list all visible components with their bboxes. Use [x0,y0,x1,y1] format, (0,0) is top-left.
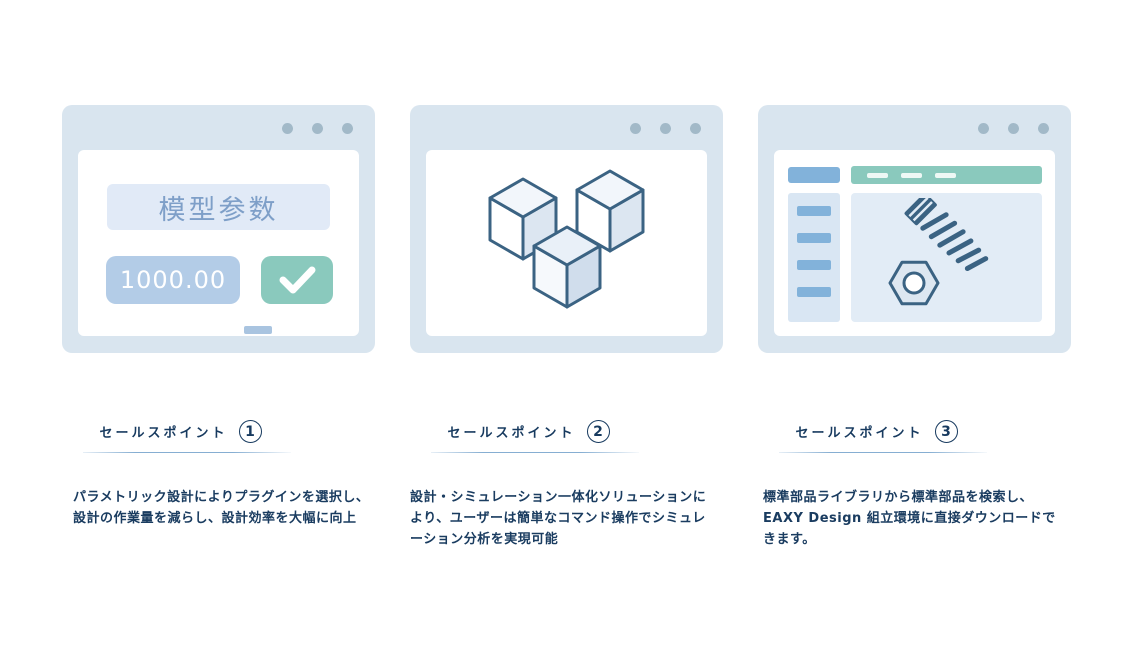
window-dot [690,123,701,134]
app-window-panel [774,150,1055,336]
sales-point-badge-1: セールスポイント 1 [24,420,337,453]
toolbar-item [867,172,888,178]
sales-point-badge-2: セールスポイント 2 [372,420,685,453]
sales-point-number: 3 [934,420,958,443]
app-window-panel [426,150,707,336]
mock-workspace [851,193,1042,322]
window-dot [1008,123,1019,134]
bolt-and-nut-icon [888,198,989,306]
sales-point-label: セールスポイント [99,426,228,441]
toolbar-item [901,172,922,178]
param-value-field: 1000.00 [106,256,240,304]
app-window-panel: 模型参数 1000.00 [78,150,359,336]
badge-divider-line [778,452,987,453]
sales-point-badge-3: セールスポイント 3 [720,420,1033,453]
param-label-field: 模型参数 [107,184,330,230]
window-dot [282,123,293,134]
toolbar-item [935,172,956,178]
mock-sidebar [788,193,840,322]
check-icon [279,266,316,294]
sidebar-item [797,233,831,243]
window-dot [630,123,641,134]
window-dots [978,123,1049,134]
window-dot [342,123,353,134]
feature-description-2: 設計・シミュレーション一体化ソリューションにより、ユーザーは簡単なコマンド操作で… [410,490,707,547]
sales-point-number: 2 [586,420,610,443]
badge-divider-line [82,452,291,453]
window-dots [282,123,353,134]
mock-toolbar [851,166,1042,184]
feature-card-parametric: 模型参数 1000.00 [62,105,375,353]
mock-nav-button [788,167,840,183]
confirm-button-illustration [261,256,333,304]
window-dot [660,123,671,134]
feature-description-1: パラメトリック設計によりプラグインを選択し、設計の作業量を減らし、設計効率を大幅… [73,490,370,526]
sales-point-label: セールスポイント [447,426,576,441]
sidebar-item [797,260,831,270]
window-dot [1038,123,1049,134]
badge-divider-line [430,452,639,453]
sidebar-item [797,206,831,216]
sales-point-number: 1 [238,420,262,443]
window-dots [630,123,701,134]
feature-description-3: 標準部品ライブラリから標準部品を検索し、EAXY Design 組立環境に直接ダ… [763,490,1056,547]
feature-card-standard-parts [758,105,1071,353]
sidebar-item [797,287,831,297]
window-dot [978,123,989,134]
sales-point-label: セールスポイント [795,426,924,441]
cubes-icon [488,169,644,309]
window-dot [312,123,323,134]
panel-footer-chip [244,326,272,334]
feature-card-simulation [410,105,723,353]
